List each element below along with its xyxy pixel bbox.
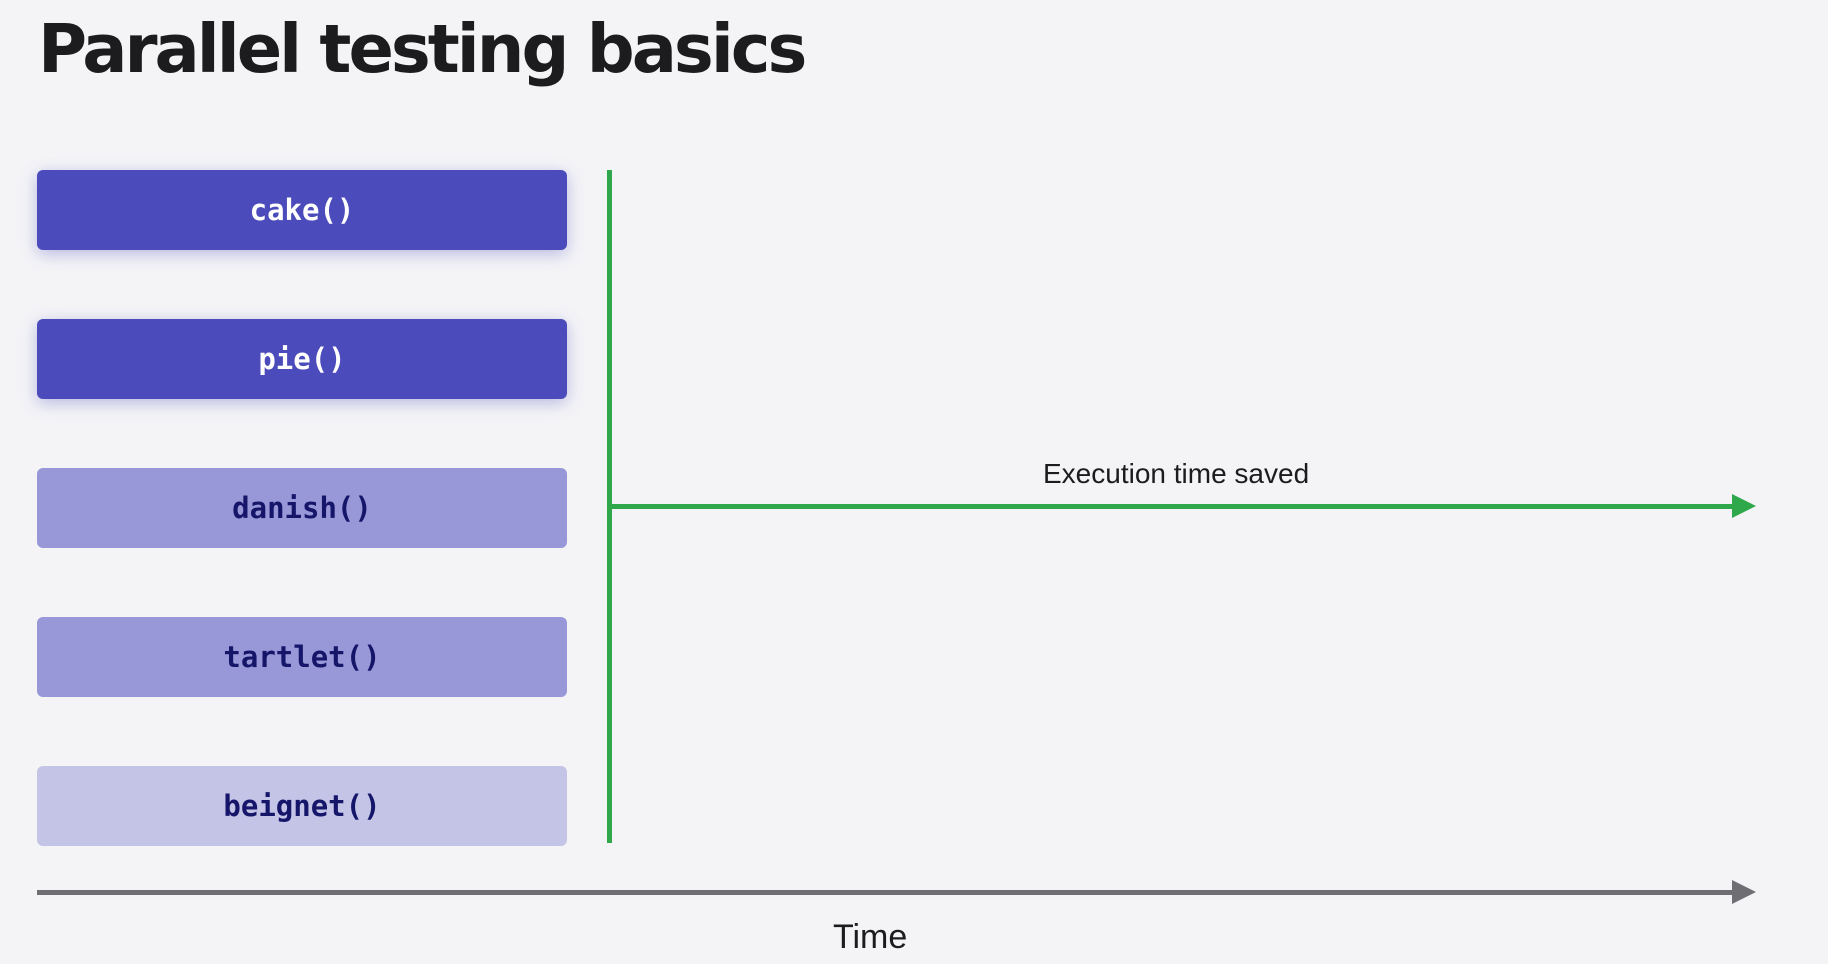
time-axis-line: [37, 890, 1734, 895]
arrow-right-icon: [1732, 880, 1756, 904]
task-block-danish: danish(): [37, 468, 567, 548]
savings-label: Execution time saved: [1043, 458, 1310, 489]
time-axis-label: Time: [833, 918, 908, 956]
task-block-tartlet: tartlet(): [37, 617, 567, 697]
parallel-end-marker: [607, 170, 612, 843]
arrow-right-icon: [1732, 494, 1756, 518]
task-block-pie: pie(): [37, 319, 567, 399]
task-block-beignet: beignet(): [37, 766, 567, 846]
task-block-cake: cake(): [37, 170, 567, 250]
savings-arrow-shaft: [612, 504, 1734, 509]
page-title: Parallel testing basics: [38, 10, 807, 88]
